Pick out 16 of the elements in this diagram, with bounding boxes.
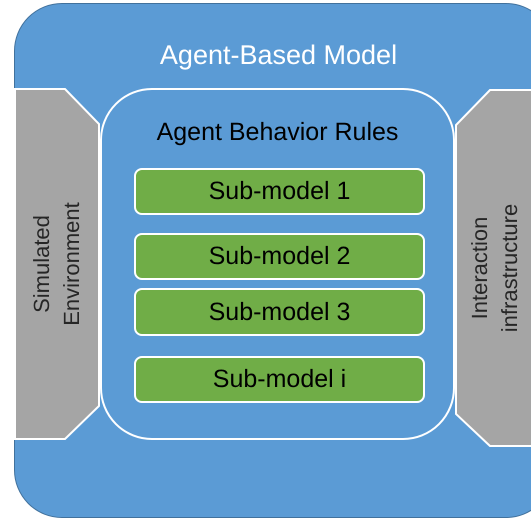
sub-model-box: [134, 356, 425, 403]
model-panel: [14, 3, 531, 518]
sub-model-label: Sub-model 1: [208, 179, 350, 204]
side-panel: [14, 88, 100, 440]
side-panel-label: Interaction infrastructure: [466, 202, 523, 334]
sub-model-box: [134, 288, 425, 336]
panel-heading: Agent-Based Model: [158, 42, 398, 69]
panel-heading: Agent Behavior Rules: [156, 120, 400, 145]
side-panel: [455, 89, 531, 447]
sub-model-box: [134, 168, 425, 215]
sub-model-label: Sub-model 2: [208, 244, 350, 269]
sub-model-label: Sub-model 3: [208, 300, 350, 324]
sub-model-label: Sub-model i: [212, 367, 346, 392]
rules-panel: [100, 88, 455, 440]
sub-model-box: [134, 233, 425, 280]
side-panel-label: Simulated Environment: [28, 201, 85, 328]
